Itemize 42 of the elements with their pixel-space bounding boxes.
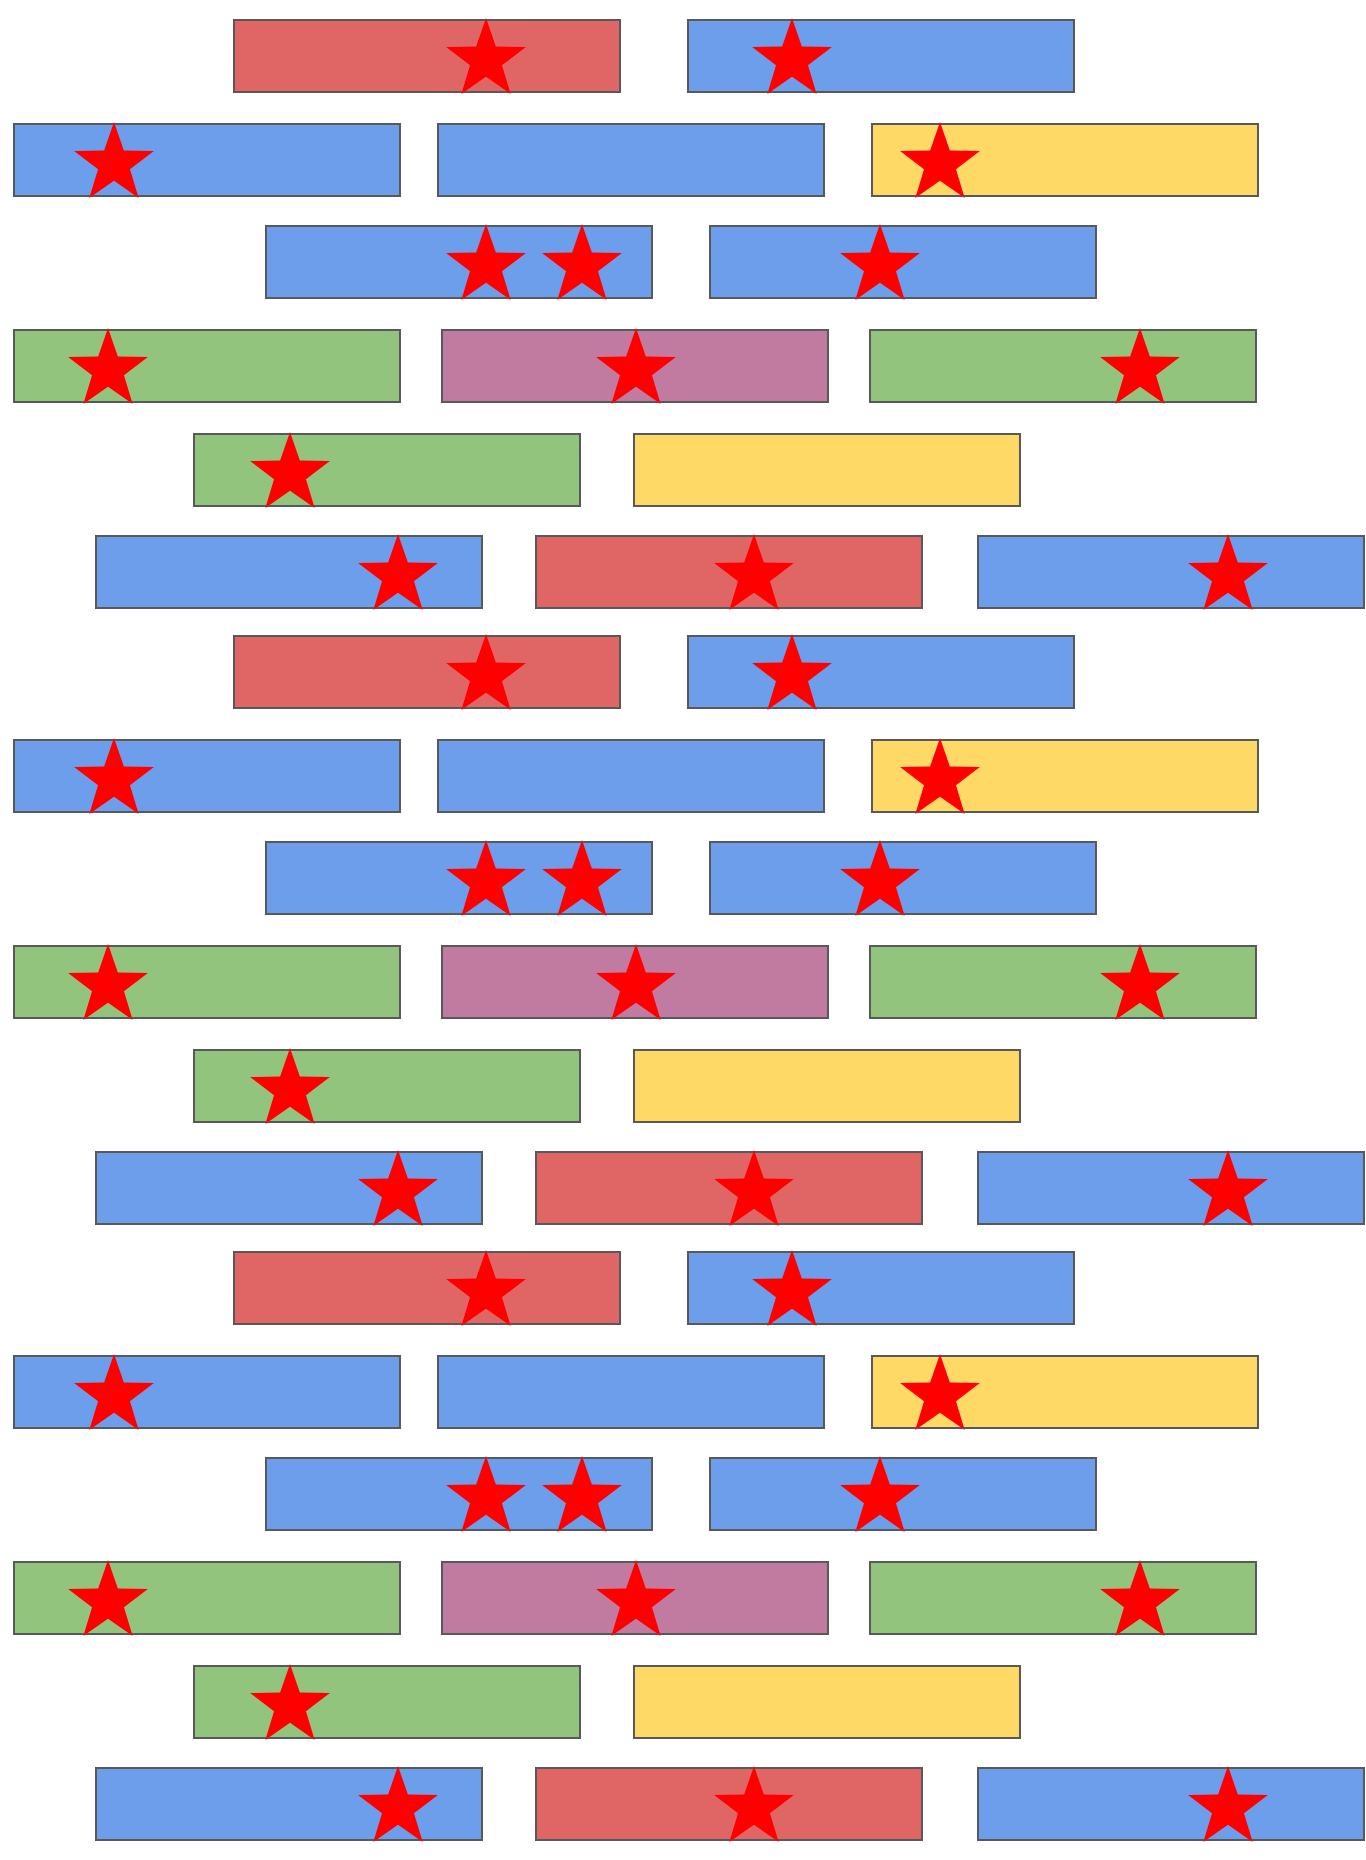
bar	[633, 433, 1021, 507]
bar	[233, 1251, 621, 1325]
bar	[633, 1049, 1021, 1123]
bar	[193, 1665, 581, 1739]
bar	[977, 535, 1365, 609]
bar	[13, 123, 401, 198]
bar	[869, 1561, 1257, 1635]
bar	[13, 739, 401, 813]
bar	[437, 739, 825, 813]
bar	[869, 329, 1257, 403]
bar	[441, 329, 829, 403]
bar	[437, 1355, 825, 1429]
bar	[535, 1151, 923, 1225]
bar	[709, 1457, 1097, 1531]
bar	[687, 635, 1075, 709]
bar	[977, 1151, 1365, 1225]
bar	[13, 1561, 401, 1635]
bar	[13, 329, 401, 403]
bar	[95, 535, 483, 609]
bar	[193, 433, 581, 507]
bar	[709, 225, 1097, 299]
bar	[869, 945, 1257, 1019]
bar	[13, 1355, 401, 1429]
bar	[95, 1151, 483, 1225]
bar	[437, 123, 825, 198]
bar	[633, 1665, 1021, 1739]
bar	[535, 1767, 923, 1841]
bar	[233, 635, 621, 709]
bar	[13, 945, 401, 1019]
bar	[95, 1767, 483, 1841]
bar	[871, 1355, 1259, 1429]
bar	[193, 1049, 581, 1123]
bar	[441, 945, 829, 1019]
bar	[977, 1767, 1365, 1841]
bar	[709, 841, 1097, 915]
bar	[535, 535, 923, 609]
bar	[687, 1251, 1075, 1325]
bar	[871, 123, 1259, 198]
bar	[687, 19, 1075, 93]
bar	[871, 739, 1259, 813]
bar	[441, 1561, 829, 1635]
bar	[233, 19, 621, 93]
